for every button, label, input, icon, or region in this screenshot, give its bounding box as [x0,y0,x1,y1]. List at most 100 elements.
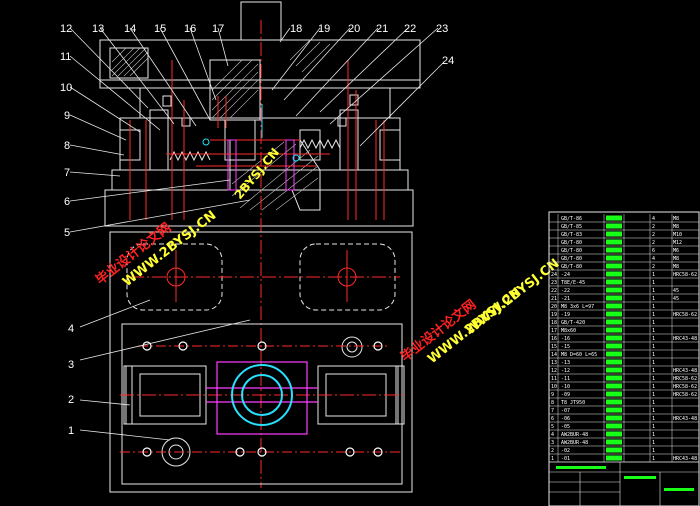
bom-name: M8x60 [561,328,576,334]
bom-qty: 4 [652,216,655,222]
bom-green-cell [606,295,622,301]
bom-name: -21 [561,296,570,302]
bom-name: GB/T-80 [561,264,582,270]
bom-green-cell [606,287,622,293]
center-lines [129,20,385,488]
bom-qty: 1 [652,296,655,302]
bom-green-cell [606,367,622,373]
bom-name: -06 [561,416,570,422]
bom-qty: 1 [652,448,655,454]
bom-no: 18 [551,320,557,326]
bom-no: 1 [551,456,554,462]
bom-material: M8 [673,216,679,222]
bom-name: -22 [561,288,570,294]
bom-no: 15 [551,344,557,350]
bom-qty: 2 [652,224,655,230]
bom-name: -13 [561,360,570,366]
front-view [99,1,421,227]
bom-no: 21 [551,296,557,302]
guide-pins [227,139,295,191]
bom-material: HRC43-48 [673,368,697,374]
bom-no: 10 [551,384,557,390]
title-block [548,461,700,506]
bom-name: M8 D=60 L=65 [561,352,597,358]
bom-no: 2 [551,448,554,454]
callout-numbers: 1 2 3 4 5 6 7 8 9 10 11 12 13 14 15 16 1… [60,23,454,437]
callout-8: 8 [64,140,70,152]
bom-green-cell [606,375,622,381]
bom-no: 5 [551,424,554,430]
bom-name: -24 [561,272,570,278]
bom-name: -10 [561,384,570,390]
bom-green-cell [606,215,622,221]
center-die [206,361,318,435]
bom-qty: 1 [652,336,655,342]
bom-qty: 1 [652,376,655,382]
watermark-2: 毕业设计论文网 WWW.2BYSJ.CN [398,285,525,367]
bom-green-cell [606,383,622,389]
fasteners-front [202,104,300,162]
bom-green-cell [606,255,622,261]
bom-qty: 1 [652,440,655,446]
callout-20: 20 [348,23,360,35]
bom-name: -07 [561,408,570,414]
bom-name: GB/T-85 [561,224,582,230]
bom-material: HRC58-62 [673,384,697,390]
callout-23: 23 [436,23,448,35]
bom-qty: 1 [652,280,655,286]
bom-material: 45 [673,288,679,294]
bom-name: AW2BUR-48 [561,440,588,446]
bom-qty: 1 [652,408,655,414]
bom-qty: 1 [652,320,655,326]
bom-name: GB/T-80 [561,248,582,254]
bom-green-cell [606,271,622,277]
bom-green-cell [606,231,622,237]
bom-green-cell [606,351,622,357]
bom-material: M10 [673,232,682,238]
bom-green-cell [606,391,622,397]
callout-6: 6 [64,196,70,208]
bom-green-cell [606,423,622,429]
bom-name: -01 [561,456,570,462]
bom-no: 14 [551,352,557,358]
callout-17: 17 [212,23,224,35]
callout-4: 4 [68,323,74,335]
bom-green-cell [606,335,622,341]
bom-qty: 1 [652,328,655,334]
bom-name: GB/T-80 [561,256,582,262]
bom-no: 8 [551,400,554,406]
bom-green-cell [606,359,622,365]
bom-name: GB/T-86 [561,216,582,222]
bom-green-cell [606,439,622,445]
callout-5: 5 [64,227,70,239]
bom-material: HRC43-48 [673,456,697,462]
bom-green-cell [606,455,622,461]
bom-material: HRC58-62 [673,376,697,382]
top-view-holes [166,267,357,287]
bom-material: M6 [673,248,679,254]
bom-green-cell [606,399,622,405]
bom-name: T8 JT950 [561,400,585,406]
bom-no: 23 [551,280,557,286]
callout-12: 12 [60,23,72,35]
bom-name: -15 [561,344,570,350]
bom-name: -09 [561,392,570,398]
callout-1: 1 [68,425,74,437]
bom-qty: 1 [652,424,655,430]
bom-name: AW2BUR-48 [561,432,588,438]
callout-11: 11 [60,51,71,63]
bom-material: M8 [673,264,679,270]
bom-no: 11 [551,376,557,382]
center-ring [231,364,293,426]
bom-qty: 6 [652,248,655,254]
bom-no: 24 [551,272,557,278]
bom-no: 6 [551,416,554,422]
bom-name: -11 [561,376,570,382]
bom-green-cell [606,431,622,437]
bom-green-cell [606,239,622,245]
top-view-centerlines [120,250,405,453]
bom-name: GB/T-83 [561,232,582,238]
bom-qty: 1 [652,456,655,462]
